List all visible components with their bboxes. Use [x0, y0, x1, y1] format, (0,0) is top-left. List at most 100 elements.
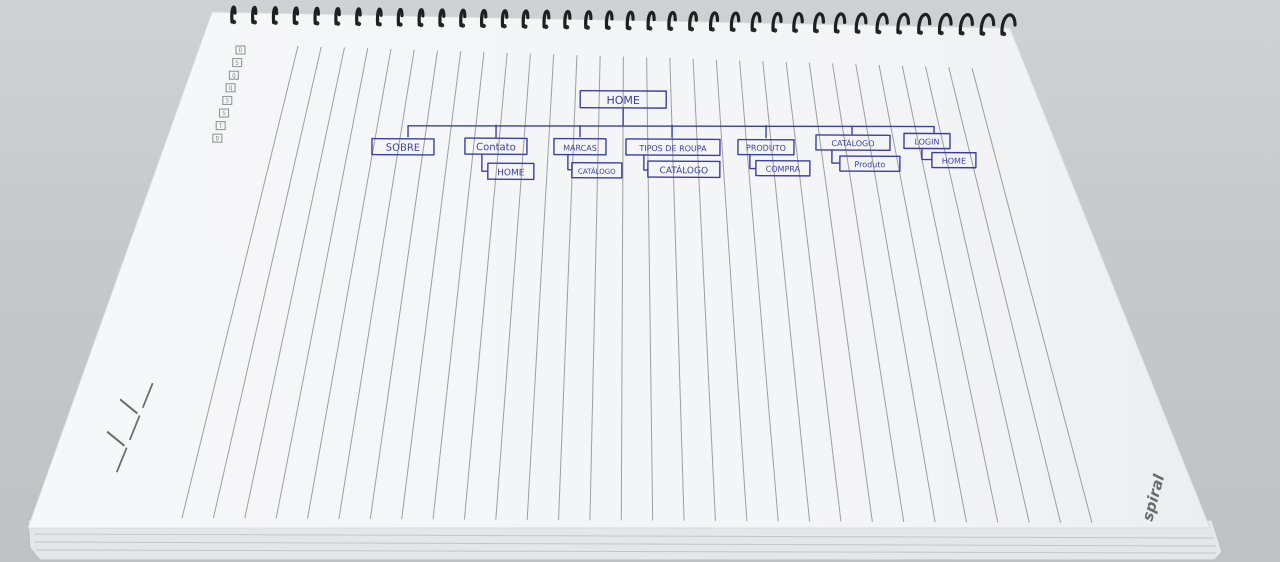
weekday-letter: S	[222, 110, 226, 117]
spiral-coil	[292, 6, 300, 25]
ruled-line	[971, 67, 1093, 524]
weekday-letter: T	[219, 123, 223, 130]
spiral-coil	[271, 6, 279, 25]
ruled-line	[739, 60, 779, 522]
ruled-line	[401, 51, 462, 520]
section-label: CATÁLOGO	[831, 137, 874, 148]
spiral-coil	[709, 11, 720, 32]
spiral-binding	[230, 5, 1017, 37]
ruled-line	[558, 55, 578, 521]
ruled-line	[948, 67, 1062, 523]
ruled-line	[275, 48, 369, 519]
section-tipos-de-roupa: TIPOS DE ROUPA CATÁLOGO	[625, 124, 721, 179]
ruled-line	[692, 58, 716, 521]
page-stack	[27, 519, 1223, 561]
ruled-line	[495, 53, 531, 520]
ruled-line	[212, 46, 322, 519]
weekday-letter: Q	[232, 72, 236, 79]
section-label: TIPOS DE ROUPA	[638, 144, 707, 153]
spiral-coil	[1000, 13, 1017, 36]
spiral-coil	[937, 13, 953, 35]
spiral-coil	[729, 11, 741, 32]
ruled-line	[808, 62, 873, 522]
ruled-line	[855, 64, 936, 523]
ruled-line	[589, 55, 601, 521]
weekday-letter: D	[239, 47, 243, 54]
spiral-coil	[979, 13, 996, 36]
child-label: CATÁLOGO	[578, 167, 616, 176]
spiral-coil	[480, 8, 488, 28]
section-login: LOGIN HOME	[903, 125, 977, 169]
section-sobre: SOBRE	[371, 125, 435, 156]
spiral-coil	[334, 6, 341, 26]
ruled-line	[307, 48, 392, 519]
ruled-line	[762, 61, 811, 522]
spiral-coil	[417, 8, 425, 27]
child-label: COMPRA	[766, 165, 801, 174]
spiral-coil	[625, 10, 635, 30]
spiral-coil	[251, 5, 258, 24]
section-label: PRODUTO	[746, 144, 786, 153]
ruled-line	[715, 59, 748, 522]
ruled-line	[620, 56, 624, 521]
section-marcas: MARCAS CATÁLOGO	[553, 124, 623, 179]
child-label: HOME	[942, 157, 966, 166]
child-label: HOME	[497, 168, 525, 178]
ruled-line	[646, 57, 654, 521]
spiral-coil	[917, 12, 932, 35]
spiral-coil	[833, 12, 847, 34]
spiral-coil	[688, 11, 698, 31]
spiral-coil	[563, 9, 572, 29]
ruled-line	[785, 61, 842, 522]
ruled-line	[369, 50, 438, 520]
section-produto: PRODUTO COMPRA	[737, 124, 811, 177]
spiral-coil	[750, 11, 762, 32]
ruled-line	[432, 52, 485, 520]
spiral-coil	[667, 10, 677, 31]
weekday-box	[225, 83, 236, 93]
ruled-line	[181, 45, 299, 519]
spiral-coil	[584, 10, 593, 30]
spiral-coil	[438, 8, 446, 27]
section-label: Contato	[476, 142, 516, 153]
spiral-coil	[896, 12, 911, 34]
weekday-box	[219, 108, 229, 118]
weekday-box	[232, 58, 243, 68]
sitemap-drawing: HOME SOBRE Contato HOME MARCAS CATÁLO	[371, 89, 977, 181]
section-contato: Contato HOME	[464, 124, 535, 181]
ruled-line	[878, 64, 967, 523]
child-label: Produto	[854, 160, 885, 169]
weekday-letter: Q	[229, 85, 233, 92]
section-catalogo: CATÁLOGO Produto	[815, 125, 901, 173]
weekday-box	[235, 45, 246, 55]
spiral-coil	[813, 12, 826, 33]
section-label: LOGIN	[914, 137, 939, 146]
section-label: MARCAS	[563, 144, 597, 153]
spiral-coil	[771, 11, 783, 33]
weekday-box	[222, 95, 233, 105]
spiral-coil	[375, 7, 383, 26]
spiral-coil	[459, 8, 467, 28]
ruled-line	[925, 66, 1030, 523]
weekday-box	[228, 70, 239, 80]
spiral-coil	[792, 12, 804, 33]
weekday-letter: D	[216, 135, 220, 142]
ruled-line	[463, 52, 508, 520]
ruled-line	[244, 47, 345, 519]
spiral-coil	[646, 10, 656, 31]
spiral-coil	[958, 13, 974, 35]
spiral-coil	[604, 10, 614, 30]
spiral-coil	[854, 12, 868, 34]
spiral-coil	[542, 9, 551, 29]
spiral-coil	[521, 9, 530, 29]
weekday-box	[212, 133, 223, 143]
weekday-letter: S	[235, 60, 239, 67]
spiral-coil	[313, 6, 320, 25]
spiral-coil	[355, 7, 362, 26]
weekday-letter: S	[225, 98, 229, 105]
child-label: CATÁLOGO	[660, 164, 709, 176]
ruled-line	[901, 65, 999, 523]
spiral-coil	[500, 9, 509, 28]
